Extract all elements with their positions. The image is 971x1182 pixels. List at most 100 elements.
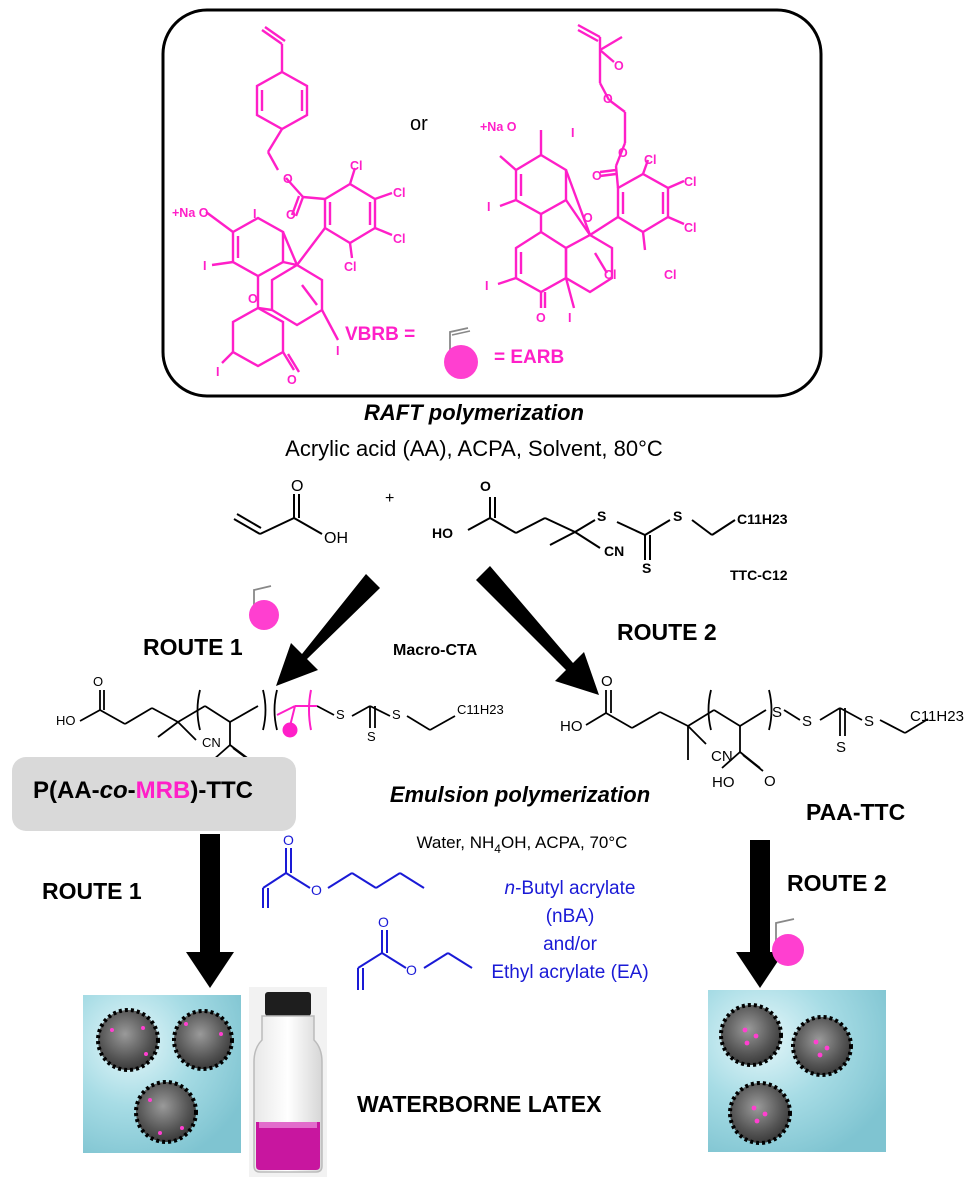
- atom-label: O: [406, 962, 417, 978]
- atom-label: O: [536, 311, 546, 325]
- pill-prefix: P(AA-: [33, 777, 100, 804]
- monomer-ball-icon: [772, 918, 804, 966]
- acrylic-acid-structure: [233, 494, 323, 535]
- atom-label: S: [673, 508, 682, 524]
- latex-particle: [172, 1009, 234, 1071]
- atom-label: I: [216, 365, 219, 379]
- atom-label: O: [291, 478, 303, 495]
- atom-label: O: [614, 59, 624, 73]
- atom-label: C11H23: [457, 702, 504, 717]
- atom-label: CN: [604, 543, 624, 559]
- atom-label: S: [836, 739, 846, 756]
- atom-label: Cl: [350, 159, 363, 173]
- nba-name: n-Butyl acrylate: [505, 878, 636, 899]
- raft-conditions: Acrylic acid (AA), ACPA, Solvent, 80°C: [285, 436, 663, 461]
- atom-label: I: [485, 279, 488, 293]
- waterborne-latex-label: WATERBORNE LATEX: [357, 1091, 602, 1117]
- atom-label: O: [480, 478, 491, 494]
- atom-label: I: [487, 200, 490, 214]
- ttc-label: TTC-C12: [730, 567, 788, 583]
- p-aa-co-mrb-ttc-pill: [12, 757, 296, 831]
- paa-ttc-labels: O HO CN HO O S S S S C11H23: [560, 673, 964, 791]
- atom-label: Cl: [604, 268, 617, 282]
- nba-prefix: n: [505, 878, 516, 899]
- mrb-unit-structure: [276, 689, 317, 731]
- nba-structure: [262, 848, 425, 908]
- atom-label: O: [764, 773, 776, 790]
- route2-bottom-label: ROUTE 2: [787, 870, 887, 896]
- atom-label: Cl: [664, 268, 677, 282]
- and-or-label: and/or: [543, 934, 598, 955]
- atom-label: +Na O: [172, 206, 209, 220]
- atom-label: I: [568, 311, 571, 325]
- or-label: or: [410, 113, 428, 135]
- atom-label: O: [283, 832, 294, 848]
- paa-ttc-structure: [585, 689, 929, 772]
- atom-label: O: [603, 92, 613, 106]
- monomer-ball-icon: [444, 327, 478, 379]
- pill-mrb: MRB: [135, 777, 191, 804]
- atom-label: O: [248, 292, 258, 306]
- latex-image-route2: [708, 990, 886, 1152]
- monomer-box: [161, 8, 823, 398]
- atom-label: CN: [202, 735, 221, 750]
- atom-label: HO: [56, 713, 76, 728]
- atom-label: S: [367, 729, 376, 744]
- pill-suffix: )-TTC: [190, 777, 253, 804]
- nba-abbrev: (nBA): [546, 906, 595, 927]
- atom-label: Cl: [393, 232, 406, 246]
- p-aa-co-mrb-ttc-label: P(AA-co-MRB)-TTC: [33, 777, 253, 805]
- pill-dash: -: [127, 777, 136, 804]
- raft-title: RAFT polymerization: [364, 400, 584, 425]
- atom-label: HO: [712, 774, 735, 791]
- atom-label: Cl: [684, 175, 697, 189]
- plus-sign: +: [385, 490, 394, 507]
- nba-suffix: -Butyl acrylate: [515, 878, 635, 899]
- ea-name: Ethyl acrylate (EA): [491, 962, 648, 983]
- atom-label: S: [802, 713, 812, 730]
- emulsion-conditions: Water, NH4OH, ACPA, 70°C: [417, 833, 628, 856]
- atom-label: O: [283, 172, 293, 186]
- ea-structure: [357, 930, 473, 990]
- macro-cta-label: Macro-CTA: [393, 642, 478, 659]
- route1-bottom-label: ROUTE 1: [42, 878, 142, 904]
- earb-structure: [497, 23, 685, 309]
- atom-label: S: [392, 707, 401, 722]
- monomer-ball-icon: [282, 722, 298, 738]
- atom-label: O: [311, 882, 322, 898]
- route1-arrow-icon: [276, 574, 380, 686]
- latex-particle: [791, 1015, 853, 1077]
- atom-label: +Na O: [480, 120, 517, 134]
- emulsion-conditions-sub: 4: [494, 842, 501, 856]
- atom-label: HO: [432, 525, 453, 541]
- atom-label: OH: [324, 530, 348, 547]
- latex-image-route1: [83, 995, 241, 1153]
- atom-label: S: [864, 713, 874, 730]
- monomer-ball-icon: [249, 585, 279, 630]
- atom-label: I: [571, 126, 574, 140]
- latex-vial-image: [249, 987, 327, 1177]
- paa-ttc-label: PAA-TTC: [806, 799, 905, 825]
- earb-label: = EARB: [494, 347, 564, 368]
- atom-label: O: [287, 373, 297, 387]
- atom-label: O: [378, 914, 389, 930]
- route2-down-arrow-icon: [736, 840, 784, 988]
- ttc-c12-labels: O HO S CN S S C11H23 TTC-C12: [432, 478, 788, 583]
- vbrb-atom-labels: O O Cl Cl Cl Cl +Na O I I O I O I: [172, 159, 406, 387]
- vbrb-label: VBRB =: [345, 324, 415, 345]
- atom-label: O: [93, 674, 103, 689]
- latex-particle: [728, 1081, 792, 1145]
- atom-label: S: [642, 560, 651, 576]
- atom-label: Cl: [684, 221, 697, 235]
- latex-particle: [96, 1008, 160, 1072]
- vbrb-structure: [205, 26, 393, 373]
- atom-label: CN: [711, 748, 733, 765]
- atom-label: I: [203, 259, 206, 273]
- emulsion-conditions-prefix: Water, NH: [417, 833, 495, 852]
- atom-label: Cl: [644, 153, 657, 167]
- pill-co: co: [99, 777, 128, 804]
- ttc-c12-structure: [467, 497, 736, 560]
- latex-particle: [134, 1080, 198, 1144]
- atom-label: I: [253, 207, 256, 221]
